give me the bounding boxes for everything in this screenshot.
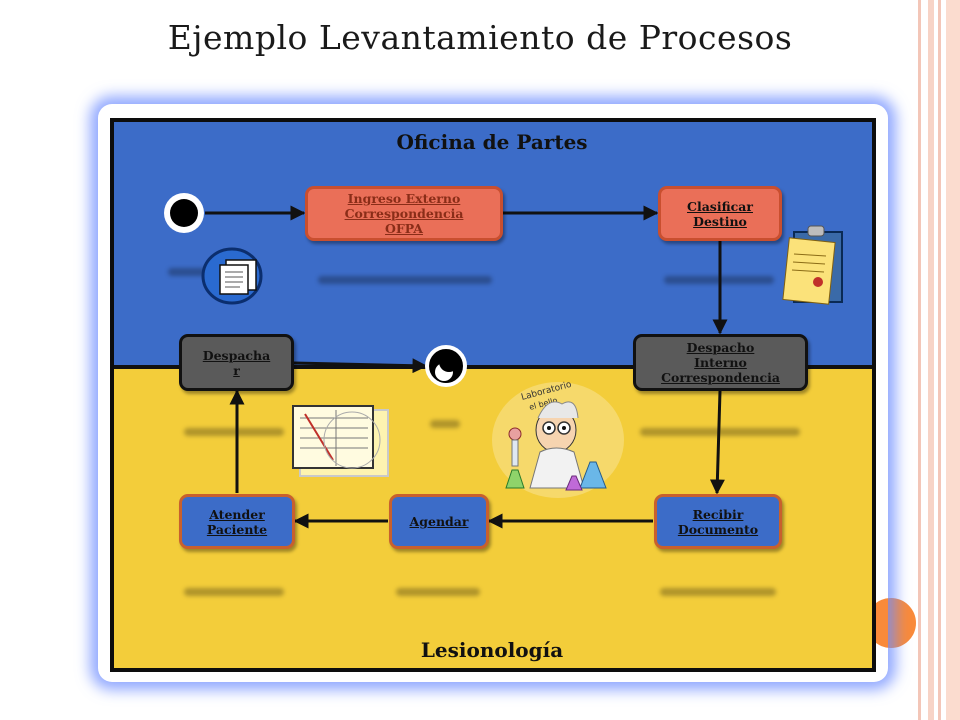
node-atender-label: Atender Paciente (206, 506, 268, 537)
edge-despachar-to-end (293, 358, 428, 374)
documents-icon (201, 247, 263, 305)
node-despachar[interactable]: Despacha r (179, 334, 294, 391)
node-shadow (318, 276, 492, 284)
edge-despacho-to-recibir (709, 390, 725, 495)
diagram-frame (110, 118, 876, 672)
node-agendar-label: Agendar (409, 514, 469, 529)
calendar-chart-icon (292, 405, 389, 477)
clipboard-icon (782, 225, 843, 305)
node-shadow (660, 588, 776, 596)
node-despacho-label: Despacho Interno Correspondencia (661, 340, 780, 385)
lane-divider (110, 365, 876, 369)
node-despachar-label: Despacha r (202, 347, 271, 378)
node-shadow (396, 588, 480, 596)
node-despacho-interno[interactable]: Despacho Interno Correspondencia (633, 334, 808, 391)
node-atender-paciente[interactable]: Atender Paciente (179, 494, 295, 549)
end-node (425, 345, 467, 387)
node-recibir-documento[interactable]: Recibir Documento (654, 494, 782, 549)
node-ingreso-externo[interactable]: Ingreso Externo Correspondencia OFPA (305, 186, 503, 241)
lane-oficina-de-partes (110, 118, 874, 368)
page-title: Ejemplo Levantamiento de Procesos (167, 18, 793, 57)
lane-label-top: Oficina de Partes (396, 130, 588, 154)
node-shadow (168, 268, 208, 276)
node-ingreso-label: Ingreso Externo Correspondencia OFPA (344, 191, 464, 236)
start-node (164, 193, 204, 233)
node-shadow (430, 420, 460, 428)
node-agendar[interactable]: Agendar (389, 494, 489, 549)
node-shadow (184, 588, 284, 596)
right-decoration (918, 0, 960, 720)
node-shadow (184, 428, 284, 436)
node-clasificar-destino[interactable]: Clasificar Destino (658, 186, 782, 241)
lane-label-bottom: Lesionología (420, 638, 564, 662)
node-recibir-label: Recibir Documento (677, 506, 759, 537)
scientist-lab-illustration: Laboratorio el bello (492, 380, 624, 498)
node-clasificar-label: Clasificar Destino (687, 198, 753, 229)
